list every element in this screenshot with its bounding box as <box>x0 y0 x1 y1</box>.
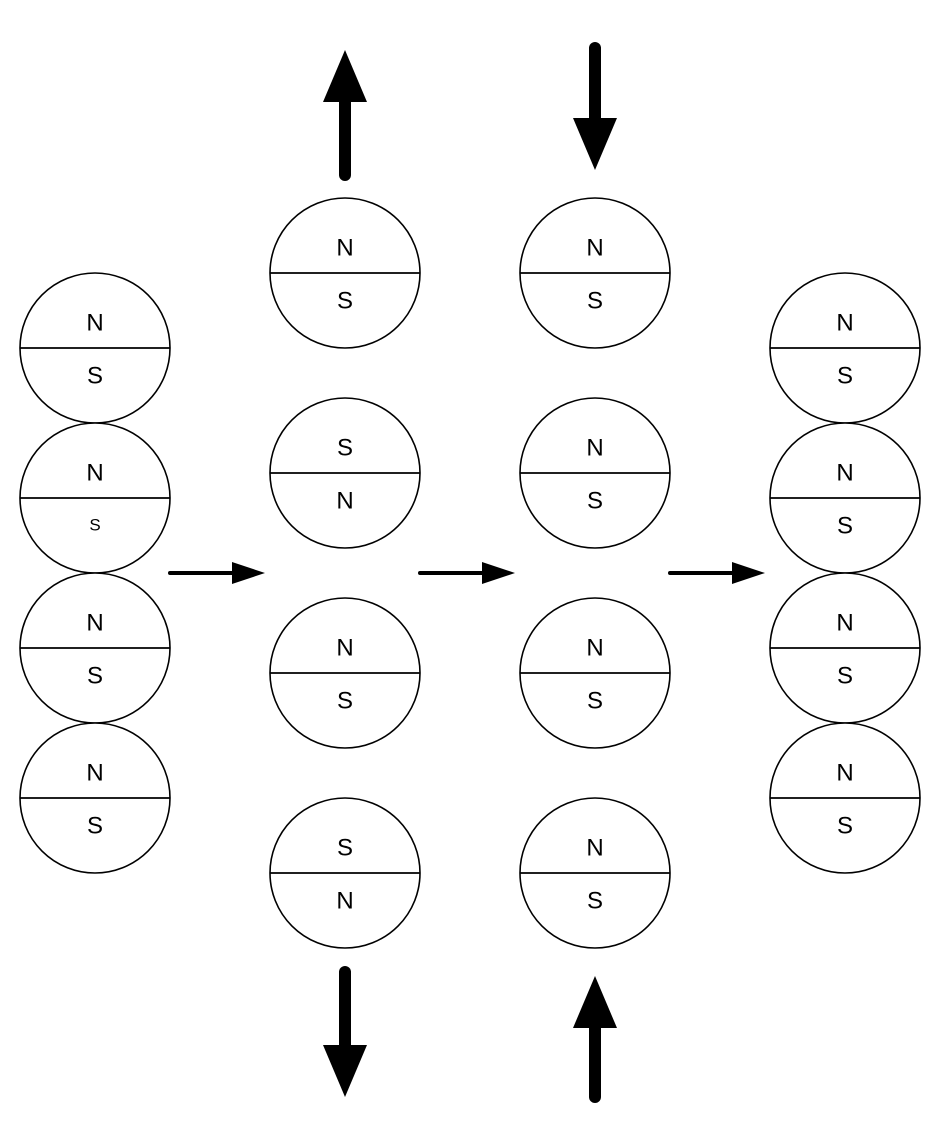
magnet: S N <box>269 397 421 549</box>
pole-label-bottom: S <box>337 688 353 715</box>
pole-label-bottom: N <box>336 888 353 915</box>
pole-label-bottom: S <box>837 513 853 540</box>
pole-label-top: N <box>836 310 853 337</box>
magnet: N S <box>769 572 921 724</box>
pole-label-bottom: S <box>587 888 603 915</box>
pole-label-bottom: S <box>587 688 603 715</box>
force-arrow-down <box>323 966 367 1097</box>
magnet: N S <box>19 422 171 574</box>
pole-label-bottom: S <box>87 363 103 390</box>
pole-label-top: N <box>86 760 103 787</box>
magnet: N S <box>769 422 921 574</box>
force-arrow-up <box>323 50 367 181</box>
magnet: S N <box>269 797 421 949</box>
arrow-head <box>732 562 765 584</box>
pole-label-top: N <box>586 435 603 462</box>
magnet: N S <box>769 722 921 874</box>
stage-spread-aligned: N S N S N S N S <box>519 42 671 1103</box>
pole-label-bottom: S <box>87 813 103 840</box>
magnet: N S <box>519 397 671 549</box>
magnet: N S <box>19 272 171 424</box>
pole-label-top: N <box>336 235 353 262</box>
arrow-head <box>323 1045 367 1097</box>
pole-label-top: N <box>86 610 103 637</box>
arrow-head <box>232 562 265 584</box>
force-arrow-down <box>573 42 617 170</box>
pole-label-top: N <box>836 760 853 787</box>
arrow-head <box>482 562 515 584</box>
pole-label-bottom: S <box>837 663 853 690</box>
pole-label-top: N <box>836 610 853 637</box>
magnet: N S <box>519 597 671 749</box>
pole-label-bottom: S <box>587 288 603 315</box>
magnet: N S <box>269 197 421 349</box>
magnet: N S <box>19 722 171 874</box>
magnet: N S <box>19 572 171 724</box>
transition-arrow <box>168 562 265 584</box>
pole-label-top: N <box>86 460 103 487</box>
pole-label-bottom: N <box>336 488 353 515</box>
pole-label-bottom: S <box>837 363 853 390</box>
magnet: N S <box>519 197 671 349</box>
pole-label-top: S <box>337 435 353 462</box>
pole-label-top: N <box>586 635 603 662</box>
force-arrow-up <box>573 976 617 1103</box>
pole-label-top: N <box>836 460 853 487</box>
pole-label-top: N <box>586 835 603 862</box>
pole-label-bottom: S <box>587 488 603 515</box>
pole-label-top: N <box>86 310 103 337</box>
pole-label-top: N <box>586 235 603 262</box>
arrow-head <box>573 976 617 1028</box>
pole-label-bottom: S <box>87 663 103 690</box>
arrow-head <box>573 118 617 170</box>
magnet: N S <box>769 272 921 424</box>
magnet: N S <box>269 597 421 749</box>
pole-label-bottom: S <box>837 813 853 840</box>
stage-initial-stack: N S N S N S N S <box>19 272 171 874</box>
stage-final-stack: N S N S N S N S <box>769 272 921 874</box>
transition-arrow <box>418 562 515 584</box>
stage-spread-alternating: N S S N N S S N <box>269 50 421 1097</box>
pole-label-bottom: S <box>337 288 353 315</box>
pole-label-bottom: S <box>89 516 100 535</box>
transition-arrow <box>668 562 765 584</box>
arrow-head <box>323 50 367 102</box>
pole-label-top: N <box>336 635 353 662</box>
pole-label-top: S <box>337 835 353 862</box>
magnet: N S <box>519 797 671 949</box>
